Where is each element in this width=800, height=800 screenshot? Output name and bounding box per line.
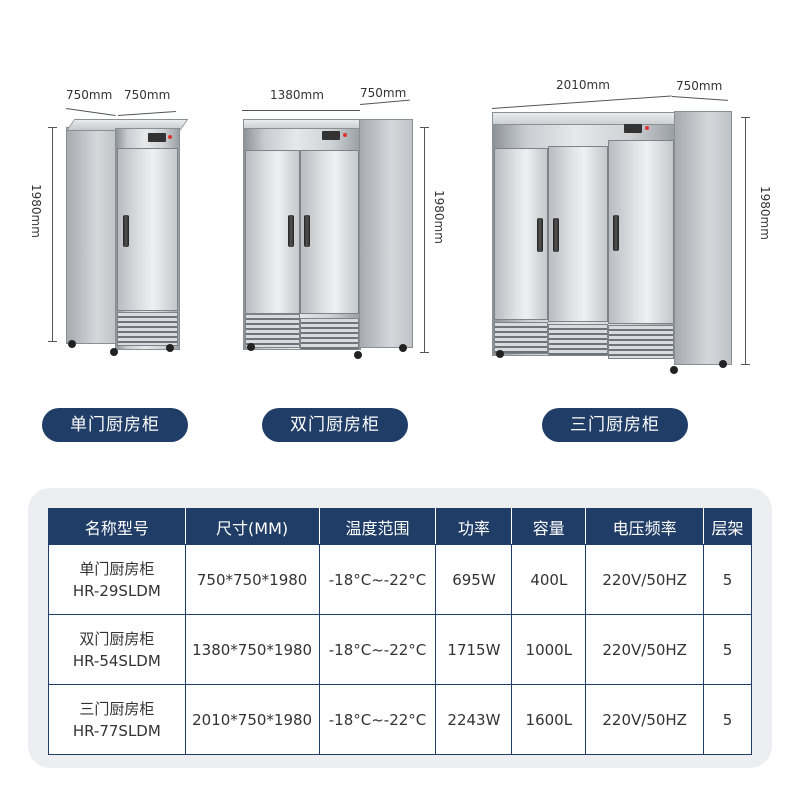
- cell-size: 1380*750*1980: [184, 614, 320, 685]
- caster-wheel: [166, 344, 174, 352]
- label-triple-door: 三门厨房柜: [542, 408, 688, 442]
- double-vent-left: [245, 314, 300, 348]
- header-capacity: 容量: [511, 508, 587, 545]
- triple-depth-label: 750mm: [676, 79, 723, 93]
- triple-height-line: [745, 117, 746, 365]
- product-model: HR-54SLDM: [72, 651, 161, 670]
- indicator-light: [168, 135, 172, 139]
- double-side-panel: [359, 119, 413, 348]
- cell-temperature: -18°C~-22°C: [318, 614, 437, 685]
- cell-voltage: 220V/50HZ: [585, 614, 705, 685]
- cell-power: 1715W: [435, 614, 513, 685]
- header-name-model: 名称型号: [48, 508, 186, 545]
- single-height-line: [52, 127, 53, 342]
- header-shelves: 层架: [703, 508, 752, 545]
- double-depth-line: [359, 99, 410, 105]
- cell-capacity: 400L: [511, 544, 587, 615]
- triple-side-panel: [674, 111, 732, 365]
- single-depth-line: [65, 108, 116, 116]
- cell-capacity: 1600L: [511, 684, 587, 755]
- product-model: HR-29SLDM: [72, 581, 161, 600]
- single-vent: [117, 312, 178, 346]
- indicator-light: [343, 133, 347, 137]
- triple-width-line: [491, 95, 672, 109]
- product-model: HR-77SLDM: [72, 721, 161, 740]
- single-width-line: [117, 110, 176, 116]
- table-row: 三门厨房柜 HR-77SLDM 2010*750*1980 -18°C~-22°C…: [48, 684, 752, 755]
- header-size: 尺寸(MM): [184, 508, 320, 545]
- label-single-door: 单门厨房柜: [42, 408, 188, 442]
- caster-wheel: [68, 340, 76, 348]
- header-voltage: 电压频率: [585, 508, 705, 545]
- door-handle: [288, 215, 294, 247]
- triple-door-right: [608, 140, 674, 324]
- cell-shelves: 5: [703, 544, 752, 615]
- triple-vent-middle: [548, 324, 608, 356]
- caster-wheel: [670, 366, 678, 374]
- door-handle: [537, 218, 543, 252]
- triple-height-label: 1980mm: [758, 186, 772, 240]
- single-side-panel: [66, 127, 118, 344]
- header-temperature: 温度范围: [318, 508, 437, 545]
- label-double-door: 双门厨房柜: [262, 408, 408, 442]
- single-width-label: 750mm: [124, 88, 171, 102]
- door-handle: [613, 215, 619, 251]
- cell-capacity: 1000L: [511, 614, 587, 685]
- cell-name-model: 双门厨房柜 HR-54SLDM: [48, 614, 186, 685]
- triple-vent-right: [608, 325, 674, 359]
- single-height-label: 1980mm: [29, 184, 43, 238]
- double-height-line: [424, 127, 425, 353]
- double-width-label: 1380mm: [270, 88, 324, 102]
- tick: [420, 352, 429, 353]
- caster-wheel: [247, 343, 255, 351]
- control-panel: [148, 133, 166, 142]
- cell-voltage: 220V/50HZ: [585, 544, 705, 615]
- single-depth-label: 750mm: [66, 88, 113, 102]
- cell-size: 2010*750*1980: [184, 684, 320, 755]
- double-depth-label: 750mm: [360, 86, 407, 100]
- caster-wheel: [354, 351, 362, 359]
- caster-wheel: [496, 350, 504, 358]
- cell-power: 2243W: [435, 684, 513, 755]
- header-power: 功率: [435, 508, 513, 545]
- cell-power: 695W: [435, 544, 513, 615]
- cell-voltage: 220V/50HZ: [585, 684, 705, 755]
- indicator-light: [645, 126, 649, 130]
- triple-width-label: 2010mm: [556, 78, 610, 92]
- tick: [420, 127, 429, 128]
- product-name: 三门厨房柜: [79, 699, 155, 718]
- cell-size: 750*750*1980: [184, 544, 320, 615]
- product-name: 单门厨房柜: [79, 559, 155, 578]
- double-height-label: 1980mm: [432, 190, 446, 244]
- cell-temperature: -18°C~-22°C: [318, 684, 437, 755]
- cell-shelves: 5: [703, 614, 752, 685]
- caster-wheel: [399, 344, 407, 352]
- tick: [741, 364, 750, 365]
- door-handle: [553, 218, 559, 252]
- triple-vent-left: [494, 322, 548, 354]
- table-header-row: 名称型号 尺寸(MM) 温度范围 功率 容量 电压频率 层架: [48, 508, 752, 545]
- double-width-line: [242, 110, 360, 111]
- tick: [48, 341, 57, 342]
- table-row: 双门厨房柜 HR-54SLDM 1380*750*1980 -18°C~-22°C…: [48, 614, 752, 685]
- tick: [741, 117, 750, 118]
- cell-name-model: 三门厨房柜 HR-77SLDM: [48, 684, 186, 755]
- single-door: [117, 148, 178, 311]
- caster-wheel: [110, 348, 118, 356]
- caster-wheel: [719, 360, 727, 368]
- cell-shelves: 5: [703, 684, 752, 755]
- cell-temperature: -18°C~-22°C: [318, 544, 437, 615]
- control-panel: [322, 131, 340, 140]
- cell-name-model: 单门厨房柜 HR-29SLDM: [48, 544, 186, 615]
- spec-table: 名称型号 尺寸(MM) 温度范围 功率 容量 电压频率 层架 单门厨房柜 HR-2…: [48, 508, 752, 755]
- door-handle: [123, 215, 129, 247]
- control-panel: [624, 124, 642, 133]
- door-handle: [304, 215, 310, 247]
- tick: [48, 127, 57, 128]
- product-name: 双门厨房柜: [79, 629, 155, 648]
- triple-depth-line: [671, 96, 728, 101]
- double-vent-right: [300, 318, 359, 350]
